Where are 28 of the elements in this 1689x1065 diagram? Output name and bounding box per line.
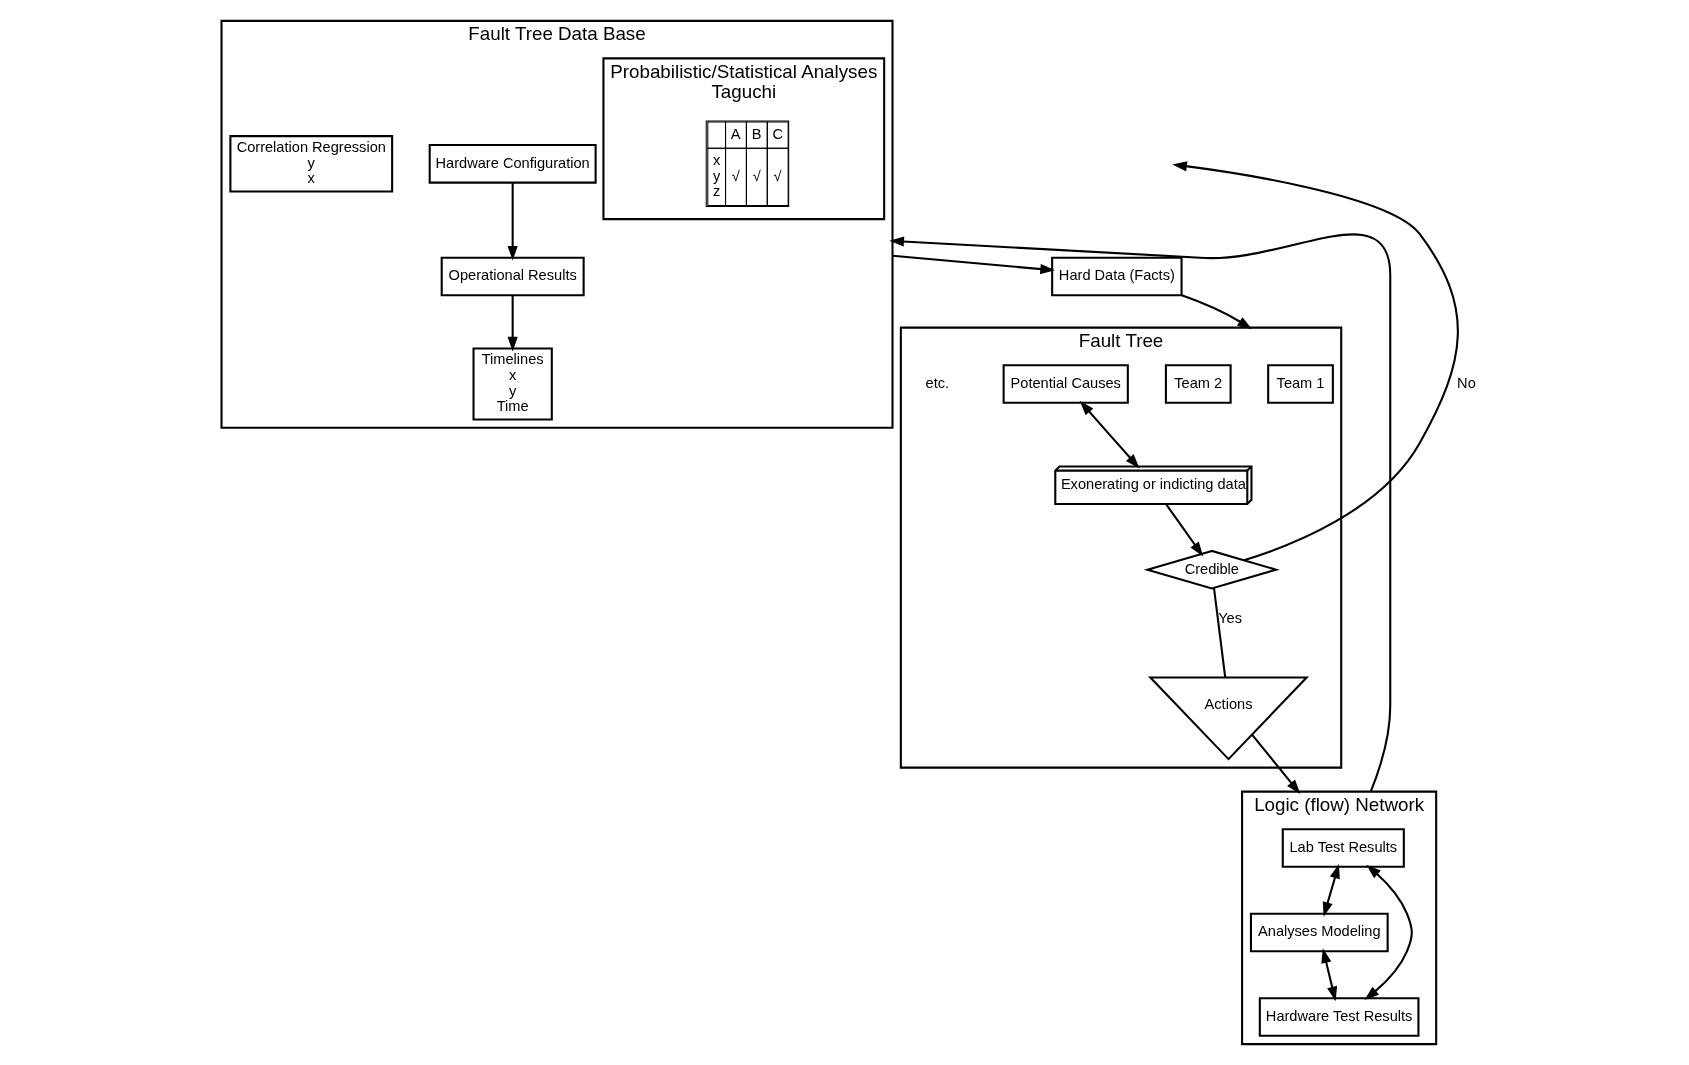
node-diamond: Credible [1143,549,1280,590]
arrow [892,254,1055,275]
node-box: Hardware Test Results [1258,997,1420,1037]
arrow [1364,864,1413,1000]
arrow [1172,161,1459,562]
edge-label: No [1457,374,1476,391]
node-box: Lab Test Results [1281,828,1405,868]
node-box: Operational Results [440,256,585,297]
arrow [507,295,518,352]
arrow [1181,294,1253,330]
node-box: Team 1 [1267,364,1334,404]
edge-label: Yes [1218,610,1242,627]
arrow [1321,948,1338,1002]
arrow [1165,503,1204,557]
node-box: Hard Data (Facts) [1051,256,1183,297]
connector [1212,588,1227,678]
node-box: Hardware Configuration [428,143,597,184]
node-box: Potential Causes [1002,364,1129,404]
label: etc. [925,374,950,391]
node-box: Correlation Regression y x [229,135,394,193]
node-box: Analyses Modeling [1249,912,1389,953]
arrow [507,182,518,261]
arrow [1079,400,1140,469]
arrow [1322,863,1340,917]
node-box: Team 2 [1164,364,1232,404]
arrow [889,233,1392,792]
arrow [1251,733,1301,795]
node-box: Timelines x y Time [472,347,553,421]
